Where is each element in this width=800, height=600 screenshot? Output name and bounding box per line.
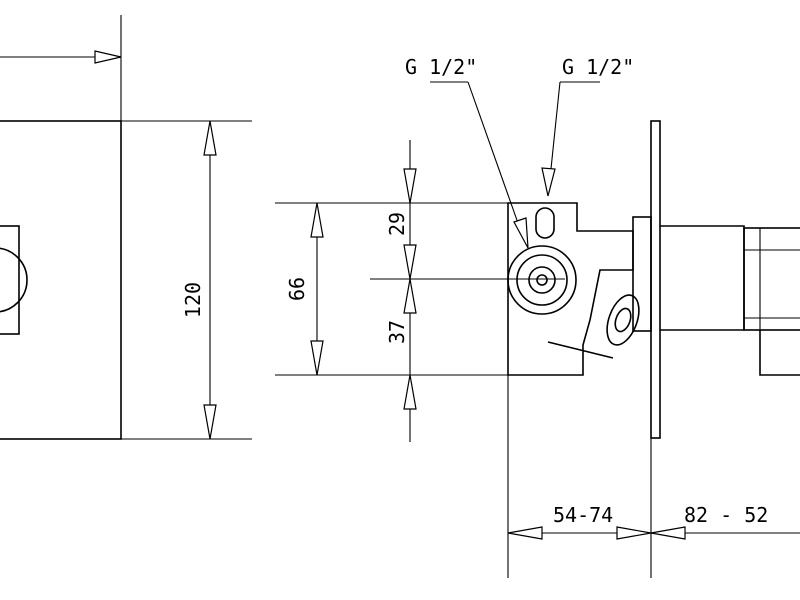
dimension-29-arrow-bottom: [403, 244, 417, 280]
dimension-66-label: 66: [285, 277, 309, 301]
front-handle-arc: [0, 247, 28, 313]
dimension-120-arrow-bottom: [203, 404, 217, 440]
side-outlet: [606, 294, 640, 346]
mounting-collar: [632, 216, 652, 332]
inlet-port-outer: [507, 245, 577, 315]
bottom-dimensions: 54-74 82 - 52: [507, 375, 800, 578]
dimension-37-arrow-top: [403, 278, 417, 314]
thread-label-left: G 1/2": [405, 55, 477, 79]
wall-plate: [650, 120, 661, 439]
dimension-29-label: 29: [385, 212, 409, 236]
dimension-37-arrow-bottom: [403, 374, 417, 410]
front-view: [0, 15, 122, 440]
front-handle: [0, 225, 20, 335]
dimension-66-arrow-top: [310, 202, 324, 238]
dimension-120-label: 120: [181, 282, 205, 318]
inlet-port-mid: [516, 254, 568, 306]
front-cover-plate: [0, 120, 122, 440]
dimension-54-74-label: 54-74: [553, 503, 613, 527]
dimension-82-52-label: 82 - 52: [684, 503, 768, 527]
dimension-66-arrow-bottom: [310, 340, 324, 376]
top-dimension-arrow: [94, 50, 122, 64]
dimension-120: 120: [121, 120, 252, 440]
side-view: [507, 120, 800, 439]
inlet-port-inner: [528, 266, 556, 294]
dimension-29-arrow-top: [403, 168, 417, 204]
thread-callouts: G 1/2" G 1/2": [405, 55, 634, 249]
handle: [743, 227, 800, 331]
dimension-66: 66: [275, 202, 508, 376]
dimension-37-label: 37: [385, 320, 409, 344]
dimension-29-37: 29 37: [370, 140, 565, 442]
dimension-120-arrow-top: [203, 120, 217, 156]
inlet-port-core: [536, 274, 548, 286]
valve-body: [507, 202, 634, 376]
spindle-sleeve: [660, 225, 745, 331]
top-port: [535, 207, 555, 239]
thread-label-right: G 1/2": [562, 55, 634, 79]
